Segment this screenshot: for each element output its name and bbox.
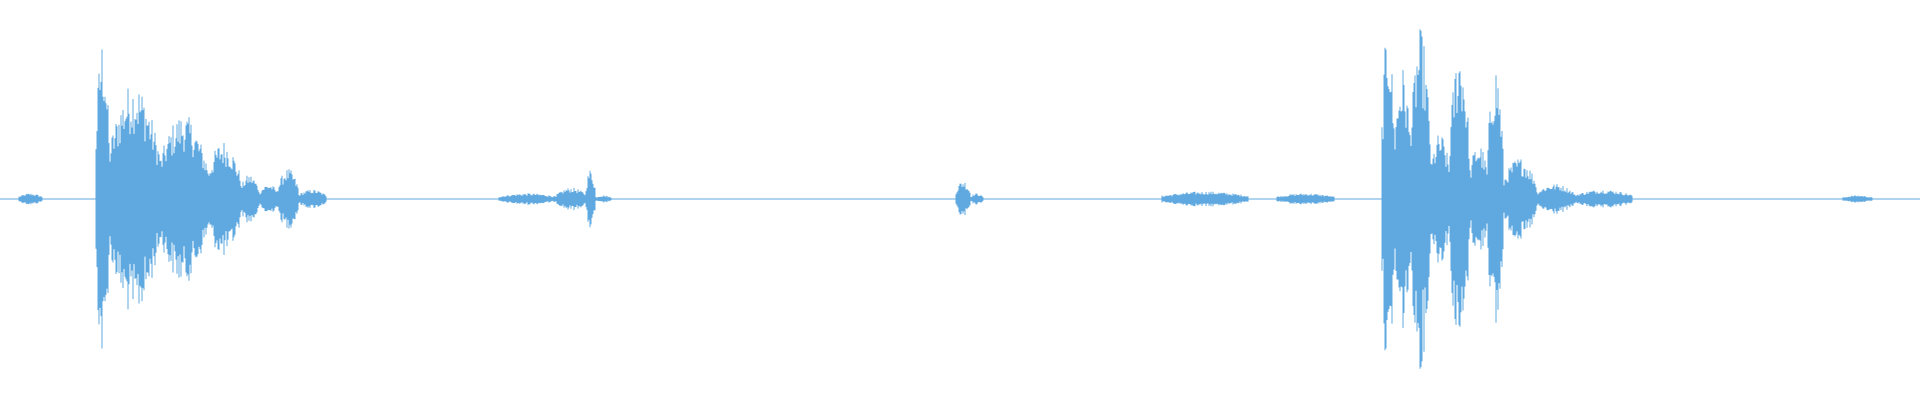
waveform-segment [1276, 193, 1335, 205]
waveform-segment [969, 193, 984, 205]
waveform-segment [297, 190, 327, 208]
waveform-segment [95, 49, 110, 349]
waveform-segment [594, 195, 612, 203]
waveform-segment [18, 193, 43, 205]
waveform-segment [1502, 159, 1537, 239]
waveform-bars [18, 29, 1873, 369]
waveform-segment [1842, 195, 1873, 203]
waveform-segment [1573, 190, 1633, 208]
waveform-segment [277, 169, 299, 229]
waveform-segment [1449, 71, 1470, 327]
waveform-segment [1393, 70, 1412, 328]
waveform-segment [1410, 29, 1431, 369]
waveform-segment [1381, 47, 1395, 351]
waveform-segment [1161, 191, 1249, 207]
waveform-segment [1487, 75, 1504, 323]
waveform-segment [239, 175, 260, 223]
waveform-segment [206, 143, 241, 255]
waveform-segment [1535, 184, 1575, 214]
waveform-segment [1429, 135, 1451, 263]
waveform-segment [108, 88, 160, 310]
waveform-segment [955, 182, 971, 216]
waveform-segment [158, 117, 208, 281]
waveform-segment [498, 193, 558, 205]
waveform-segment [556, 187, 587, 211]
waveform-segment [585, 170, 596, 228]
waveform-segment [258, 186, 279, 212]
waveform-segment [1468, 148, 1489, 250]
